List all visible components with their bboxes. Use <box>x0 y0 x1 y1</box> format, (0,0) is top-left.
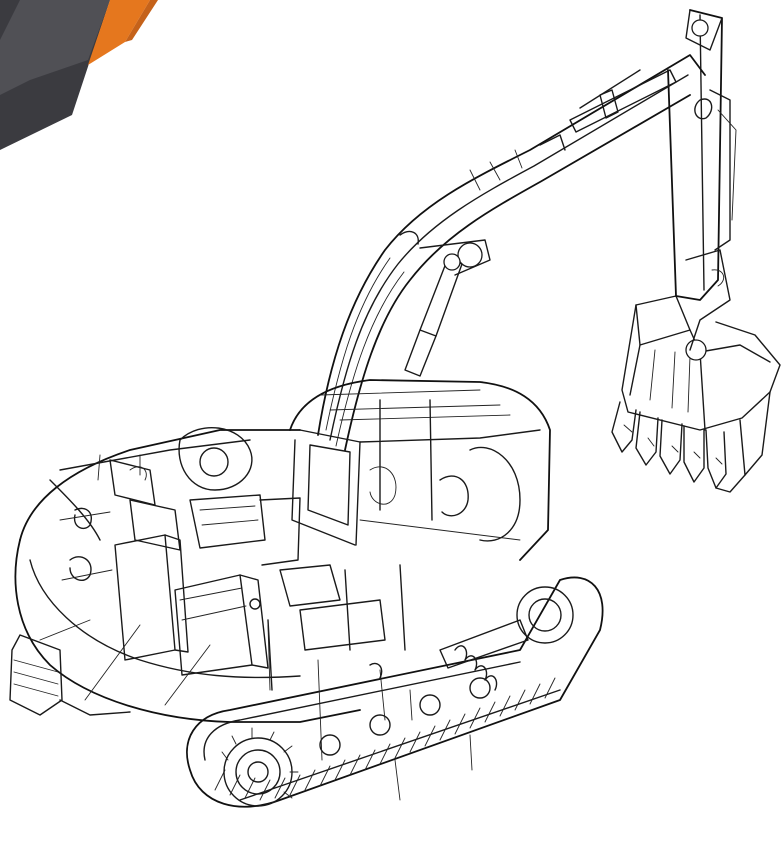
track-left <box>9 634 131 716</box>
banner-accent-stripe <box>88 0 150 65</box>
boom <box>317 54 706 451</box>
banner-accent-edge <box>125 0 158 42</box>
cab <box>289 379 551 561</box>
undercarriage <box>186 576 604 808</box>
corner-banner <box>0 0 158 150</box>
bucket <box>611 295 781 493</box>
upper-structure <box>14 426 406 723</box>
arm <box>667 9 737 361</box>
banner-mid-stripe <box>0 0 110 95</box>
